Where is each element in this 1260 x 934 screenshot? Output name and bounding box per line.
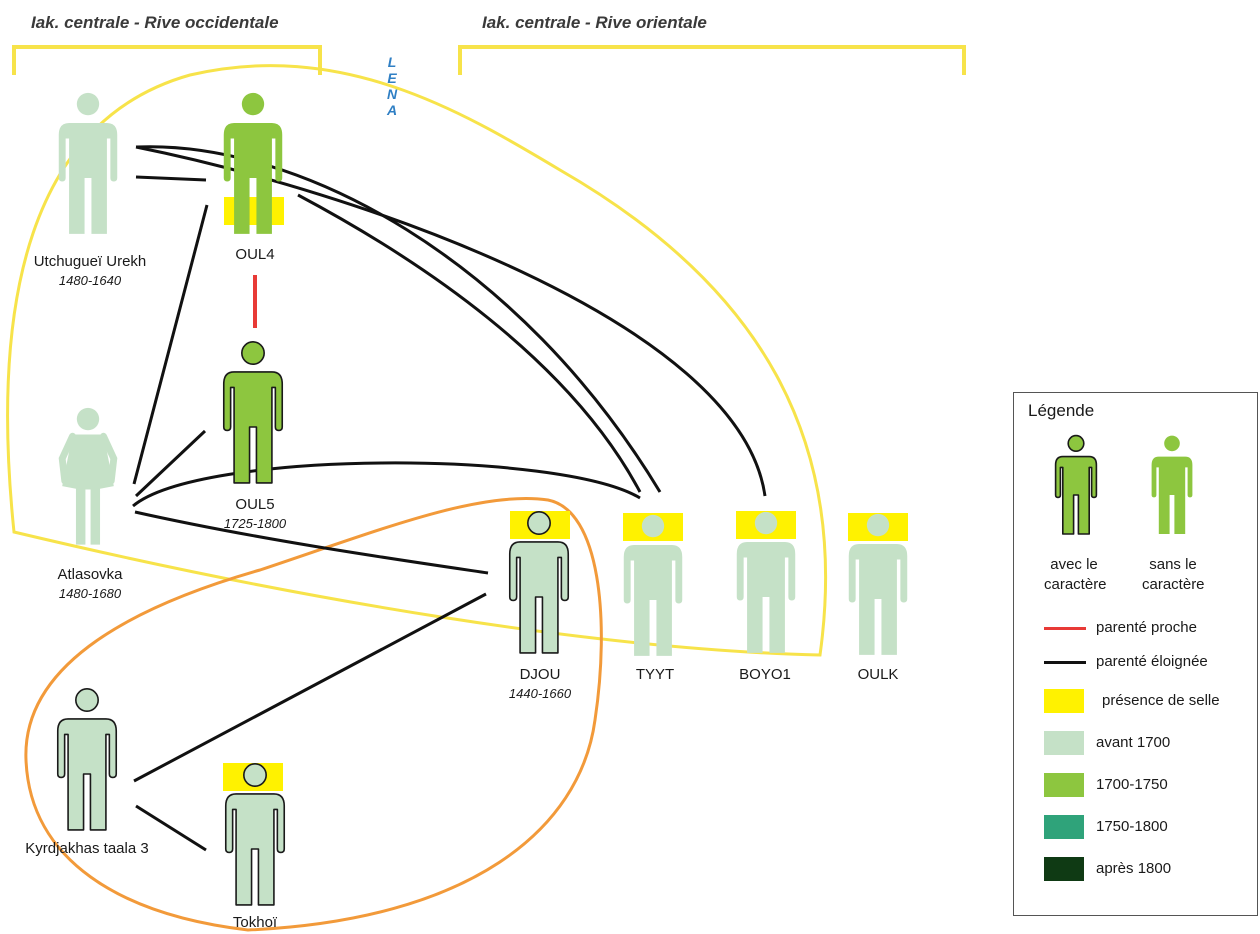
figure-atlasovka (58, 407, 118, 545)
node-label-djou: DJOU (519, 666, 561, 683)
legend-saddle-swatch (1044, 689, 1084, 713)
legend-distant-line (1044, 661, 1086, 664)
legend-panel: Légende avec le caractère sans le caract… (1013, 392, 1258, 916)
legend-period4-swatch (1044, 857, 1084, 881)
legend-period1-label: avant 1700 (1096, 734, 1171, 751)
legend-with-trait: avec le caractère (1044, 555, 1107, 595)
node-label-atlasovka: Atlasovka (57, 566, 123, 583)
legend-saddle-label: présence de selle (1102, 692, 1220, 709)
legend-close-label: parenté proche (1096, 619, 1197, 636)
node-date-djou: 1440-1660 (508, 686, 572, 701)
node-label-kyrdjakhas: Kyrdjakhas taala 3 (25, 840, 149, 857)
link-utchuguei-tyyt (135, 145, 662, 493)
figure-utchuguei (58, 92, 118, 234)
legend-without-trait-line2: caractère (1142, 576, 1205, 593)
river-letter: L (387, 54, 397, 70)
figure-djou (508, 511, 570, 654)
legend-title: Légende (1028, 401, 1095, 420)
node-label-oulk: OULK (857, 666, 899, 683)
saddle-markers (223, 197, 908, 791)
link-kyrdjakhas-tokhoi (135, 804, 207, 852)
figure-oul5 (222, 341, 284, 484)
figure-boyo1 (736, 511, 796, 653)
figure-tokhoi (224, 763, 286, 906)
legend-distant-label: parenté éloignée (1096, 653, 1208, 670)
river-letter: E (387, 70, 397, 86)
figure-tyyt (623, 514, 683, 656)
figures-layer (56, 92, 908, 906)
east-bank-bracket (458, 45, 966, 75)
legend-without-trait: sans le caractère (1142, 555, 1205, 595)
figure-kyrdjakhas (56, 688, 118, 831)
legend-figures (1054, 434, 1193, 535)
legend-period3-swatch (1044, 815, 1084, 839)
link-atlasovka-djou (134, 510, 489, 575)
legend-without-trait-line1: sans le (1149, 556, 1197, 573)
river-letter: A (386, 102, 398, 118)
river-letter: N (386, 86, 398, 102)
node-date-oul5: 1725-1800 (223, 516, 287, 531)
legend-period2-swatch (1044, 773, 1084, 797)
link-atlasovka-oul4 (132, 204, 209, 485)
link-utchuguei-oul4 (135, 175, 207, 182)
legend-figure-with-trait (1054, 434, 1098, 535)
figure-oul4 (223, 92, 283, 234)
node-label-boyo1: BOYO1 (739, 666, 791, 683)
legend-period2-label: 1700-1750 (1096, 776, 1168, 793)
node-label-utchuguei: Utchugueï Urekh (33, 253, 147, 270)
saddle-oul4 (224, 197, 284, 225)
legend-with-trait-line1: avec le (1050, 556, 1098, 573)
legend-with-trait-line2: caractère (1044, 576, 1107, 593)
link-atlasovka-oul5 (134, 429, 207, 498)
node-date-atlasovka: 1480-1680 (58, 586, 122, 601)
link-kyrdjakhas-djou (133, 592, 487, 783)
figure-oulk (848, 513, 908, 655)
legend-period1-swatch (1044, 731, 1084, 755)
link-oul4-tyyt (297, 193, 642, 493)
legend-period3-label: 1750-1800 (1096, 818, 1168, 835)
node-label-oul4: OUL4 (235, 246, 275, 263)
node-date-utchuguei: 1480-1640 (58, 273, 122, 288)
west-bank-title: Iak. centrale - Rive occidentale (31, 13, 279, 32)
east-bank-title: Iak. centrale - Rive orientale (482, 13, 707, 32)
legend-figure-without-trait (1151, 435, 1193, 534)
orange-cluster-outline (24, 496, 603, 932)
node-label-tokhoi: Tokhoï (232, 914, 278, 931)
legend-close-line (1044, 627, 1086, 630)
link-atlasovka-tyyt (132, 461, 641, 508)
river-label: L E N A (384, 54, 400, 118)
west-bank-bracket (12, 45, 322, 75)
legend-period4-label: après 1800 (1096, 860, 1172, 877)
node-label-tyyt: TYYT (635, 666, 675, 683)
node-label-oul5: OUL5 (235, 496, 275, 513)
